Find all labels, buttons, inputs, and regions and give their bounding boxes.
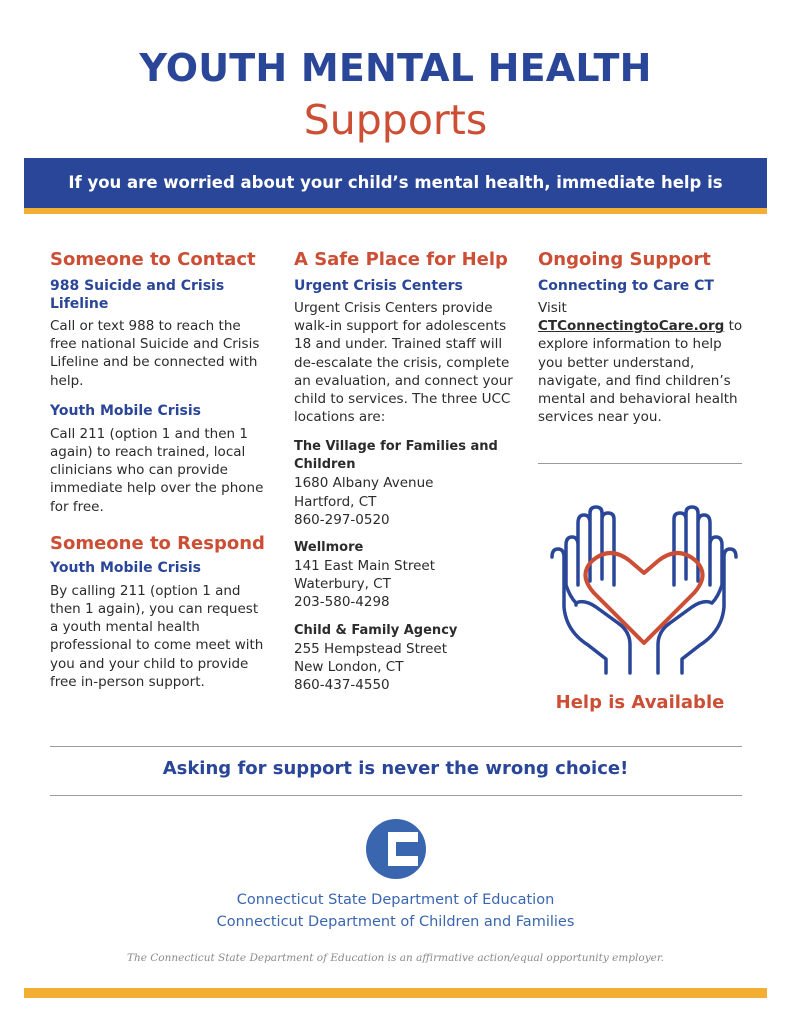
heading-safe-place: A Safe Place for Help: [294, 249, 508, 270]
subheading-connecting-to-care: Connecting to Care CT: [538, 278, 714, 294]
location-street: 255 Hempstead Street: [294, 640, 448, 657]
lifeline-description: Call or text 988 to reach the free natio…: [50, 318, 260, 389]
divider: [538, 463, 742, 464]
location-name: The Village for Families and Children: [294, 439, 498, 473]
page-subtitle: Supports: [303, 96, 488, 144]
location-street: 1680 Albany Avenue: [294, 475, 434, 492]
location-block: The Village for Families and Children 16…: [294, 438, 519, 529]
page-title: YOUTH MENTAL HEALTH: [139, 46, 652, 90]
divider: [50, 746, 742, 747]
tagline: Asking for support is never the wrong ch…: [162, 758, 629, 779]
location-name: Child & Family Agency: [294, 622, 458, 638]
location-phone: 203-580-4298: [294, 594, 390, 611]
subheading-urgent-crisis-centers: Urgent Crisis Centers: [294, 278, 463, 294]
heading-someone-to-respond: Someone to Respond: [50, 532, 265, 554]
help-is-available-label: Help is Available: [555, 692, 725, 713]
ctconnectingtocare-link[interactable]: CTConnectingtoCare.org: [538, 318, 725, 335]
hands-heart-icon: [550, 505, 738, 675]
location-city: Hartford, CT: [294, 493, 377, 510]
column-safe-place: A Safe Place for Help Urgent Crisis Cent…: [294, 248, 519, 694]
column-contact: Someone to Contact 988 Suicide and Crisi…: [50, 248, 270, 691]
heading-ongoing-support: Ongoing Support: [538, 249, 711, 270]
subheading-988-lifeline: 988 Suicide and Crisis Lifeline: [50, 278, 225, 312]
ucc-description: Urgent Crisis Centers provide walk-in su…: [294, 300, 513, 426]
location-city: New London, CT: [294, 658, 404, 675]
footer-bar: [24, 988, 767, 998]
connecting-to-care-description: Visit CTConnectingtoCare.org to explore …: [538, 299, 748, 426]
visit-text: Visit: [538, 300, 567, 316]
location-street: 141 East Main Street: [294, 558, 436, 575]
ct-logo-icon: [366, 819, 426, 879]
location-block: Child & Family Agency 255 Hempstead Stre…: [294, 622, 519, 695]
connecting-to-care-body: to explore information to help you bette…: [538, 318, 743, 426]
column-ongoing-support: Ongoing Support Connecting to Care CT Vi…: [538, 248, 748, 426]
mobile-crisis-respond-description: By calling 211 (option 1 and then 1 agai…: [50, 582, 264, 690]
eeo-statement: The Connecticut State Department of Educ…: [126, 952, 665, 964]
location-city: Waterbury, CT: [294, 576, 391, 593]
location-phone: 860-437-4550: [294, 677, 390, 694]
location-block: Wellmore 141 East Main Street Waterbury,…: [294, 539, 519, 612]
dept-education: Connecticut State Department of Educatio…: [236, 892, 555, 908]
heading-someone-to-contact: Someone to Contact: [50, 249, 256, 270]
mobile-crisis-call-description: Call 211 (option 1 and then 1 again) to …: [50, 425, 264, 515]
subheading-youth-mobile-crisis: Youth Mobile Crisis: [50, 402, 201, 419]
dept-children-families: Connecticut Department of Children and F…: [216, 914, 575, 930]
alert-banner: If you are worried about your child’s me…: [24, 158, 767, 242]
divider: [50, 795, 742, 796]
location-phone: 860-297-0520: [294, 511, 390, 528]
location-name: Wellmore: [294, 540, 364, 556]
subheading-youth-mobile-crisis-respond: Youth Mobile Crisis: [50, 559, 201, 576]
